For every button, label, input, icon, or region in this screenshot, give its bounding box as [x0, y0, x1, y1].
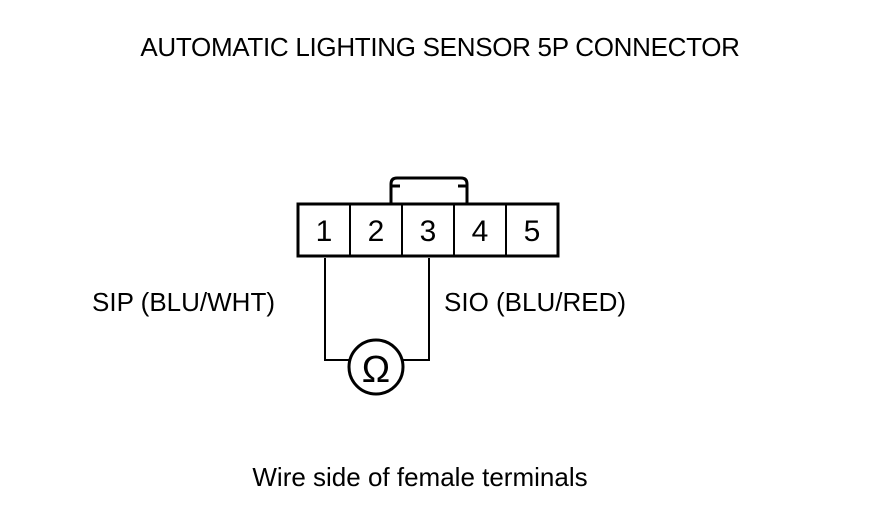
- sio-wire: [403, 258, 430, 361]
- terminal-1-label: 1: [316, 215, 333, 248]
- connector-lock-tab: [389, 176, 469, 204]
- ohmmeter-icon: Ω: [347, 338, 405, 396]
- diagram-caption: Wire side of female terminals: [252, 462, 588, 492]
- terminal-5-label: 5: [524, 215, 541, 248]
- sip-wire-label: SIP (BLU/WHT): [92, 287, 275, 317]
- diagram-title: AUTOMATIC LIGHTING SENSOR 5P CONNECTOR: [140, 32, 740, 62]
- connector-body: [296, 202, 560, 258]
- terminal-3-label: 3: [420, 215, 437, 248]
- terminal-labels: 1 2 3 4 5: [316, 215, 541, 248]
- sip-wire: [324, 258, 349, 361]
- ohm-symbol: Ω: [362, 349, 390, 391]
- terminal-2-label: 2: [368, 215, 385, 248]
- terminal-dividers: [349, 204, 507, 256]
- terminal-4-label: 4: [472, 215, 489, 248]
- sio-wire-label: SIO (BLU/RED): [444, 287, 627, 317]
